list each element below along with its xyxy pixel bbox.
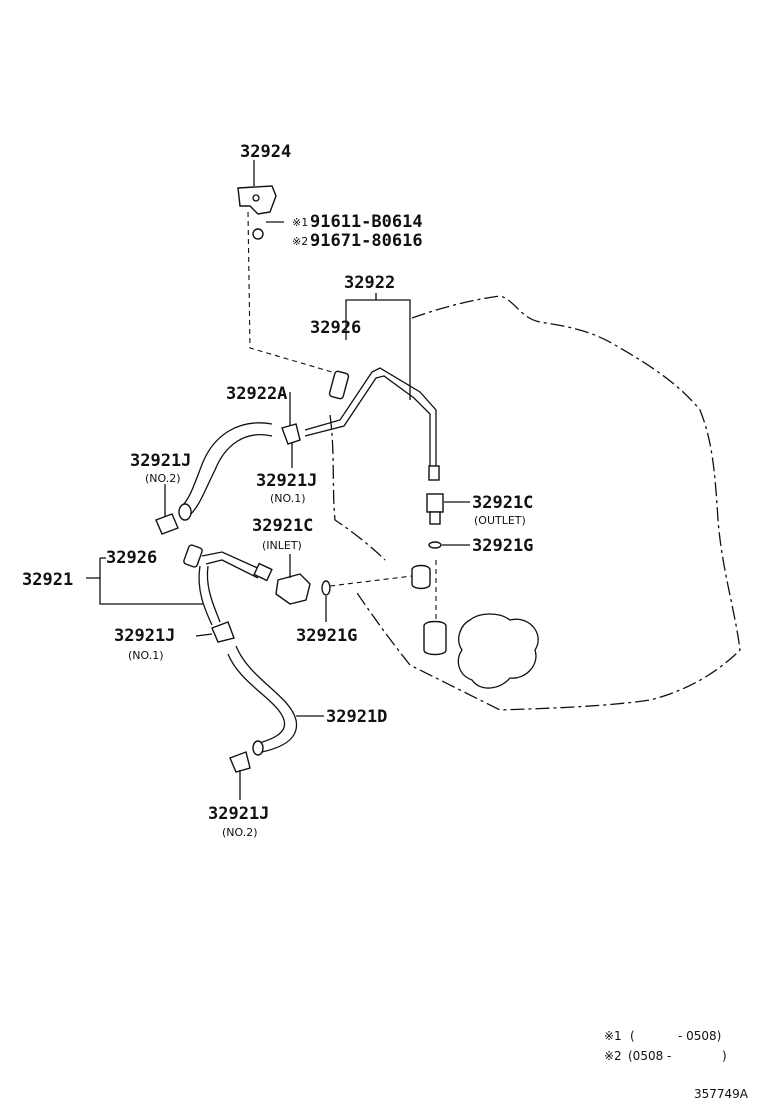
label-32926-top: 32926 [310, 318, 361, 338]
leader-32921J-low [195, 633, 213, 637]
label-inlet: (INLET) [262, 539, 302, 552]
hose-32921D-a [235, 645, 298, 753]
pipe-32922-b [304, 375, 431, 468]
note-2-mark: ※2 [604, 1049, 622, 1063]
hose-32922A-a [189, 434, 273, 516]
label-32921C-inlet: 32921C [252, 516, 313, 536]
housing-inner-edge [329, 414, 386, 561]
pipe-32922-a [304, 367, 437, 468]
label-32926-mid: 32926 [106, 548, 157, 568]
label-32921J-left: 32921J [130, 451, 191, 471]
union-32921C-outlet-stem [429, 511, 441, 525]
transmission-outline [354, 295, 741, 711]
label-no1-mid: (NO.1) [270, 492, 306, 505]
note-1-range: - 0508) [678, 1029, 721, 1043]
pipe-32921-nut [253, 562, 273, 582]
label-32921D: 32921D [326, 707, 387, 727]
label-32924: 32924 [240, 142, 291, 162]
label-32921C-outlet: 32921C [472, 493, 533, 513]
note-1-open: ( [630, 1029, 635, 1043]
port-outlet [423, 620, 447, 656]
dashed-bracket-link [247, 211, 333, 373]
bracket-32924 [237, 185, 277, 215]
label-32921J-bottom: 32921J [208, 804, 269, 824]
label-32921J-low: 32921J [114, 626, 175, 646]
pipe-32921-d [206, 565, 221, 623]
oring-32921G-right [428, 541, 442, 549]
note-2-close: ) [722, 1049, 727, 1063]
dashed-inlet [329, 575, 413, 587]
label-32922A: 32922A [226, 384, 287, 404]
mark-1: ※1 [292, 216, 308, 229]
label-no1-low: (NO.1) [128, 649, 164, 662]
pipe-32921-c [198, 565, 213, 626]
label-no2-left: (NO.2) [145, 472, 181, 485]
label-outlet: (OUTLET) [474, 514, 526, 527]
bracket-hole [252, 194, 260, 202]
hose-32922A-b [179, 422, 273, 509]
label-32921G-low: 32921G [296, 626, 357, 646]
oring-32921G-low [321, 580, 331, 596]
label-32921J-mid: 32921J [256, 471, 317, 491]
hose-32921D-end [252, 740, 264, 756]
hose-32921D-b [227, 653, 286, 745]
pipe-32921-a [201, 551, 263, 571]
note-2-range: (0508 - [628, 1049, 671, 1063]
clamp-32921J-bottom [229, 751, 251, 773]
brace-32921-top [86, 558, 101, 579]
diagram-code: 357749A [694, 1087, 749, 1101]
label-no2-bottom: (NO.2) [222, 826, 258, 839]
mark-2: ※2 [292, 235, 308, 248]
pipe-fitting [428, 465, 440, 481]
hose-32922A-end [178, 503, 192, 521]
leader-32922-brace [345, 299, 411, 400]
brace-32921-bot [99, 578, 204, 605]
union-32921C-outlet [426, 493, 444, 513]
clamp-32921J-mid [281, 423, 301, 445]
label-91671: 91671-80616 [310, 231, 423, 251]
hose-32926-top [328, 370, 350, 400]
clamp-32921J-low [211, 621, 235, 643]
housing-boss [457, 613, 539, 689]
port-inlet [411, 564, 431, 590]
label-32921: 32921 [22, 570, 73, 590]
union-32921C-inlet [275, 573, 311, 605]
clamp-32921J-left [155, 513, 179, 535]
hose-32926-mid [183, 544, 203, 568]
label-91611: 91611-B0614 [310, 212, 423, 232]
bolt-91611 [252, 228, 264, 240]
label-32922: 32922 [344, 273, 395, 293]
label-32921G-right: 32921G [472, 536, 533, 556]
note-1-mark: ※1 [604, 1029, 622, 1043]
pipe-32921-b [205, 559, 259, 579]
